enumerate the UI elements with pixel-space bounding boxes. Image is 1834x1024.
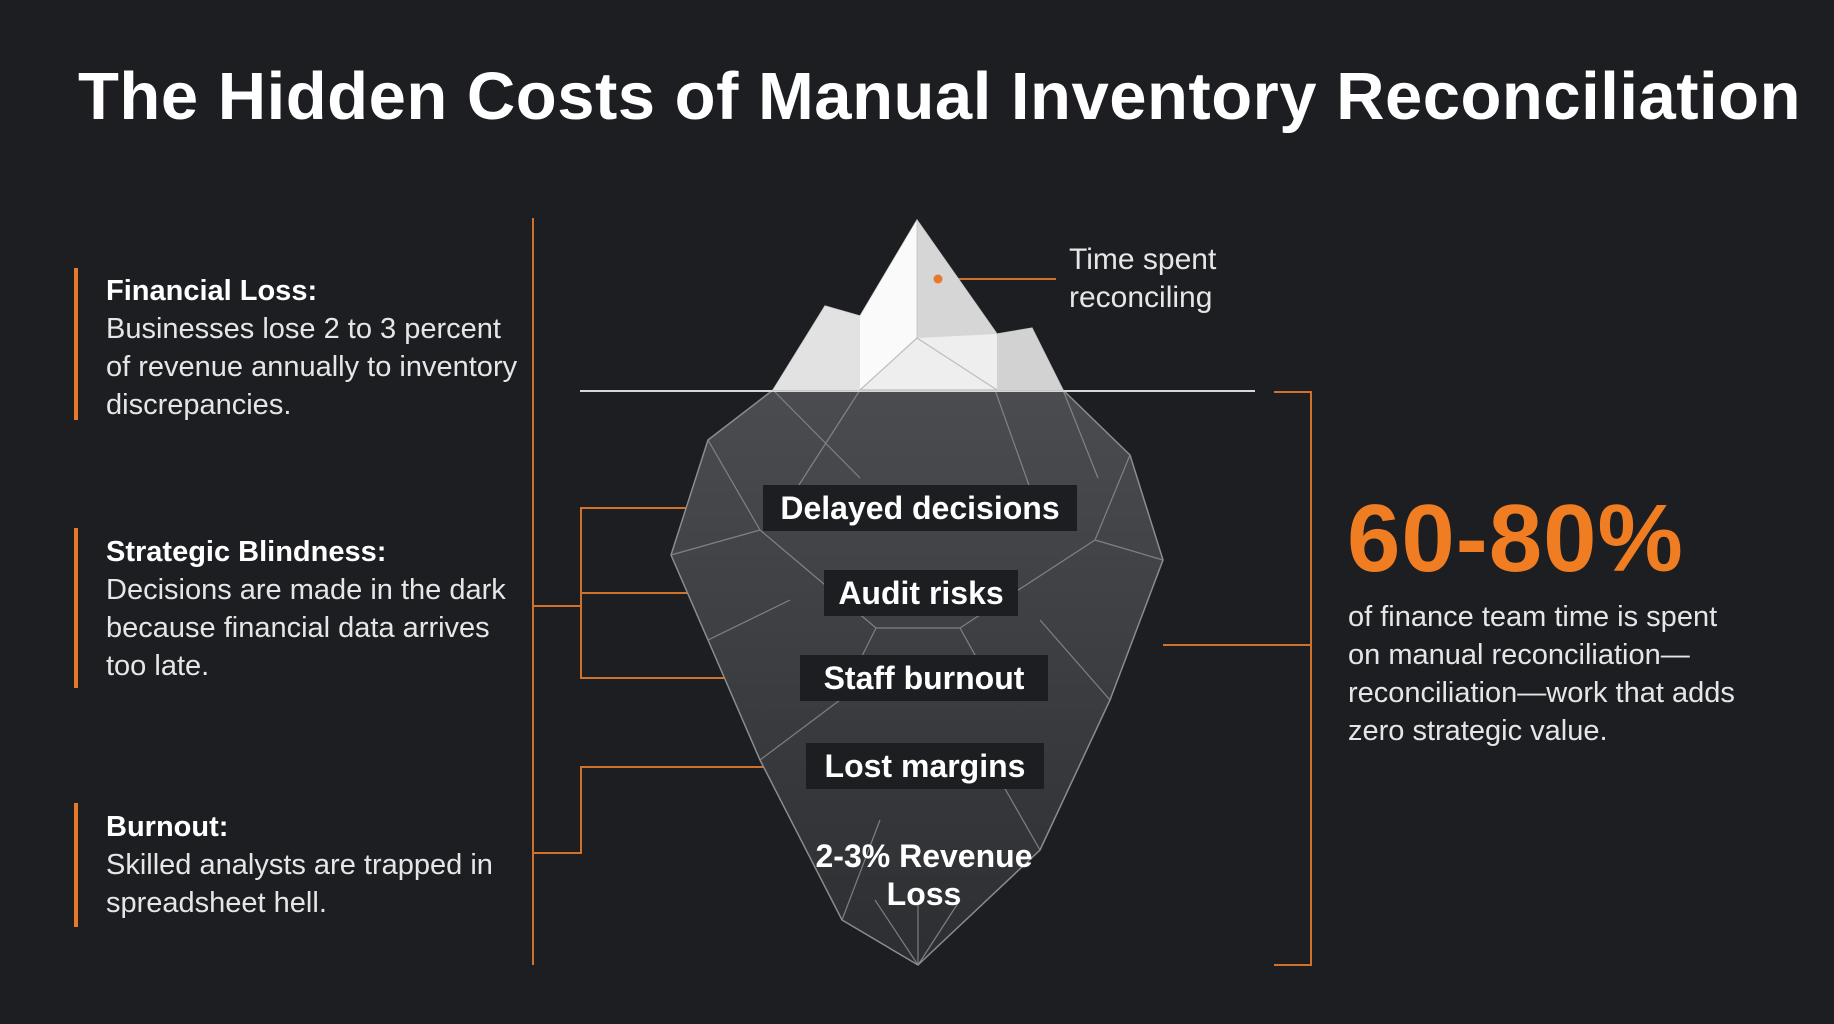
left-item-financial-loss: Financial Loss: Businesses lose 2 to 3 p… bbox=[106, 272, 526, 424]
left-item-strategic-blindness: Strategic Blindness: Decisions are made … bbox=[106, 533, 526, 685]
connector-lines bbox=[532, 218, 1312, 966]
tip-pointer-dot bbox=[933, 274, 943, 284]
label-lost-margins: Lost margins bbox=[806, 743, 1044, 789]
left-item-heading: Strategic Blindness: bbox=[106, 536, 387, 568]
left-accent-bar-2 bbox=[74, 528, 78, 688]
label-revenue-loss: 2-3% Revenue Loss bbox=[815, 838, 1033, 912]
stat-value: 60-80% bbox=[1347, 485, 1684, 592]
iceberg-tip bbox=[771, 218, 1064, 391]
left-item-text: Decisions are made in the dark because f… bbox=[106, 574, 506, 682]
page-title: The Hidden Costs of Manual Inventory Rec… bbox=[78, 59, 1802, 134]
left-item-heading: Financial Loss: bbox=[106, 275, 318, 307]
left-accent-bar-1 bbox=[74, 268, 78, 420]
label-delayed-decisions: Delayed decisions bbox=[763, 485, 1077, 531]
left-item-text: Businesses lose 2 to 3 percent of revenu… bbox=[106, 313, 518, 421]
stat-description: of finance team time is spent on manual … bbox=[1348, 601, 1735, 747]
left-item-heading: Burnout: bbox=[106, 811, 229, 843]
tip-label: Time spent reconciling bbox=[1069, 243, 1217, 314]
label-audit-risks: Audit risks bbox=[824, 570, 1018, 616]
label-staff-burnout: Staff burnout bbox=[800, 655, 1048, 701]
left-item-burnout: Burnout: Skilled analysts are trapped in… bbox=[106, 808, 526, 922]
left-item-text: Skilled analysts are trapped in spreadsh… bbox=[106, 849, 493, 919]
left-accent-bar-3 bbox=[74, 803, 78, 927]
